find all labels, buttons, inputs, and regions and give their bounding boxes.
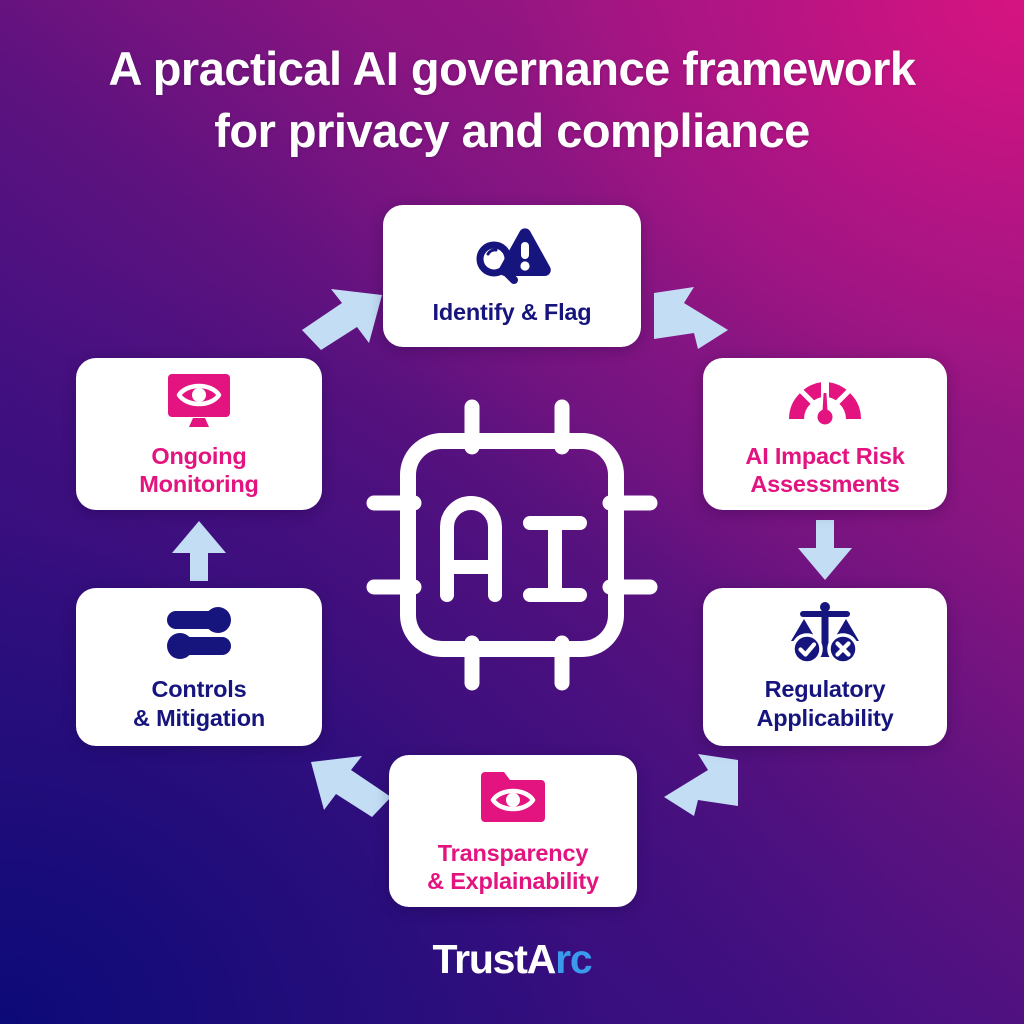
arrow-monitoring-to-identify: [302, 289, 382, 350]
scales-check-cross-icon-wrap: [787, 600, 863, 666]
page-title: A practical AI governance framework for …: [0, 38, 1024, 162]
logo-text-white: TrustA: [432, 936, 556, 982]
arrow-risk-to-regulatory: [798, 520, 852, 580]
gauge-icon-wrap: [787, 368, 863, 433]
folder-eye-icon: [481, 772, 545, 823]
arrow-controls-to-monitoring: [172, 521, 226, 581]
folder-eye-icon-wrap: [477, 765, 549, 830]
title-line-2: for privacy and compliance: [214, 104, 810, 158]
ai-chip-icon: [366, 399, 658, 691]
gauge-icon: [789, 382, 861, 425]
logo-text-blue: rc: [555, 936, 593, 982]
card-transparency-and-explainability[interactable]: Transparency & Explainability: [389, 755, 637, 907]
scales-check-cross-icon: [791, 602, 859, 666]
card-label-regulatory: Regulatory Applicability: [756, 676, 894, 731]
arrow-transparency-to-controls: [311, 756, 391, 817]
title-line-1: A practical AI governance framework: [108, 42, 916, 95]
card-ongoing-monitoring[interactable]: Ongoing Monitoring: [76, 358, 322, 510]
trustarc-logo: TrustArc: [0, 936, 1024, 983]
monitor-eye-icon-wrap: [163, 368, 235, 433]
sliders-icon: [167, 607, 231, 660]
card-label-identify: Identify & Flag: [432, 299, 592, 326]
card-label-risk: AI Impact Risk Assessments: [745, 442, 905, 497]
magnifier-warning-icon: [476, 228, 551, 285]
card-label-transparency: Transparency & Explainability: [427, 839, 599, 894]
ai-chip: [337, 385, 687, 705]
card-controls-and-mitigation[interactable]: Controls & Mitigation: [76, 588, 322, 746]
card-label-controls: Controls & Mitigation: [132, 676, 266, 731]
card-regulatory-applicability[interactable]: Regulatory Applicability: [703, 588, 947, 746]
monitor-eye-icon: [168, 374, 230, 428]
sliders-icon-wrap: [163, 600, 235, 666]
card-identify-and-flag[interactable]: Identify & Flag: [383, 205, 641, 347]
arrow-regulatory-to-transparency: [664, 754, 738, 816]
card-label-monitoring: Ongoing Monitoring: [139, 442, 259, 497]
card-ai-impact-risk-assessments[interactable]: AI Impact Risk Assessments: [703, 358, 947, 510]
magnifier-warning-icon-wrap: [472, 223, 552, 289]
arrow-identify-to-risk: [654, 287, 728, 349]
